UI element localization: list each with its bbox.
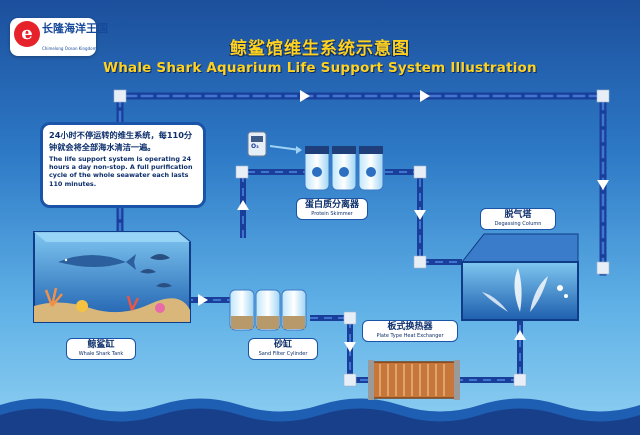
label-heat-exchanger-en: Plate Type Heat Exchanger bbox=[376, 333, 444, 339]
info-callout: 24小时不停运转的维生系统，每110分钟就会将全部海水清洁一遍。 The lif… bbox=[40, 122, 206, 208]
manta-ray-icon bbox=[140, 254, 172, 288]
label-skimmer-zh: 蛋白质分离器 bbox=[304, 200, 359, 210]
brand-logo: e 长隆海洋王国 Chimelong Ocean Kingdom bbox=[10, 18, 108, 56]
info-text-zh: 24小时不停运转的维生系统，每110分钟就会将全部海水清洁一遍。 bbox=[49, 130, 193, 152]
degassing-column bbox=[460, 233, 579, 321]
label-whale-shark-tank: 鲸鲨缸 Whale Shark Tank bbox=[66, 338, 136, 360]
protein-skimmer bbox=[304, 146, 384, 191]
label-sand-filter-zh: 砂缸 bbox=[273, 340, 292, 350]
label-sand-filter-en: Sand Filter Cylinder bbox=[258, 351, 308, 357]
label-heat-exchanger-zh: 板式换热器 bbox=[387, 322, 433, 332]
page-title-en: Whale Shark Aquarium Life Support System… bbox=[103, 60, 537, 76]
label-sand-filter: 砂缸 Sand Filter Cylinder bbox=[248, 338, 318, 360]
ozone-label: O₃ bbox=[251, 143, 259, 150]
label-heat-exchanger: 板式换热器 Plate Type Heat Exchanger bbox=[362, 320, 458, 342]
label-protein-skimmer: 蛋白质分离器 Protein Skimmer bbox=[296, 198, 368, 220]
info-text-en: The life support system is operating 24 … bbox=[49, 155, 193, 188]
coral-icon bbox=[44, 287, 165, 313]
logo-name-en: Chimelong Ocean Kingdom bbox=[42, 46, 97, 51]
logo-mark-icon: e bbox=[14, 21, 40, 47]
wave-icon bbox=[0, 398, 640, 435]
sand-filter-cylinders bbox=[229, 289, 307, 331]
plate-heat-exchanger bbox=[368, 360, 460, 400]
label-skimmer-en: Protein Skimmer bbox=[311, 211, 353, 217]
ozone-generator-icon bbox=[247, 131, 302, 157]
label-degassing-column: 脱气塔 Degassing Column bbox=[480, 208, 556, 230]
logo-name-zh: 长隆海洋王国 bbox=[42, 22, 108, 35]
label-degassing-en: Degassing Column bbox=[494, 221, 542, 227]
whale-shark-icon bbox=[58, 254, 136, 270]
page-title-zh: 鲸鲨馆维生系统示意图 bbox=[230, 39, 410, 59]
whale-shark-tank bbox=[33, 231, 191, 323]
label-tank-en: Whale Shark Tank bbox=[78, 351, 124, 357]
label-degassing-zh: 脱气塔 bbox=[504, 210, 532, 220]
label-tank-zh: 鲸鲨缸 bbox=[87, 340, 115, 350]
